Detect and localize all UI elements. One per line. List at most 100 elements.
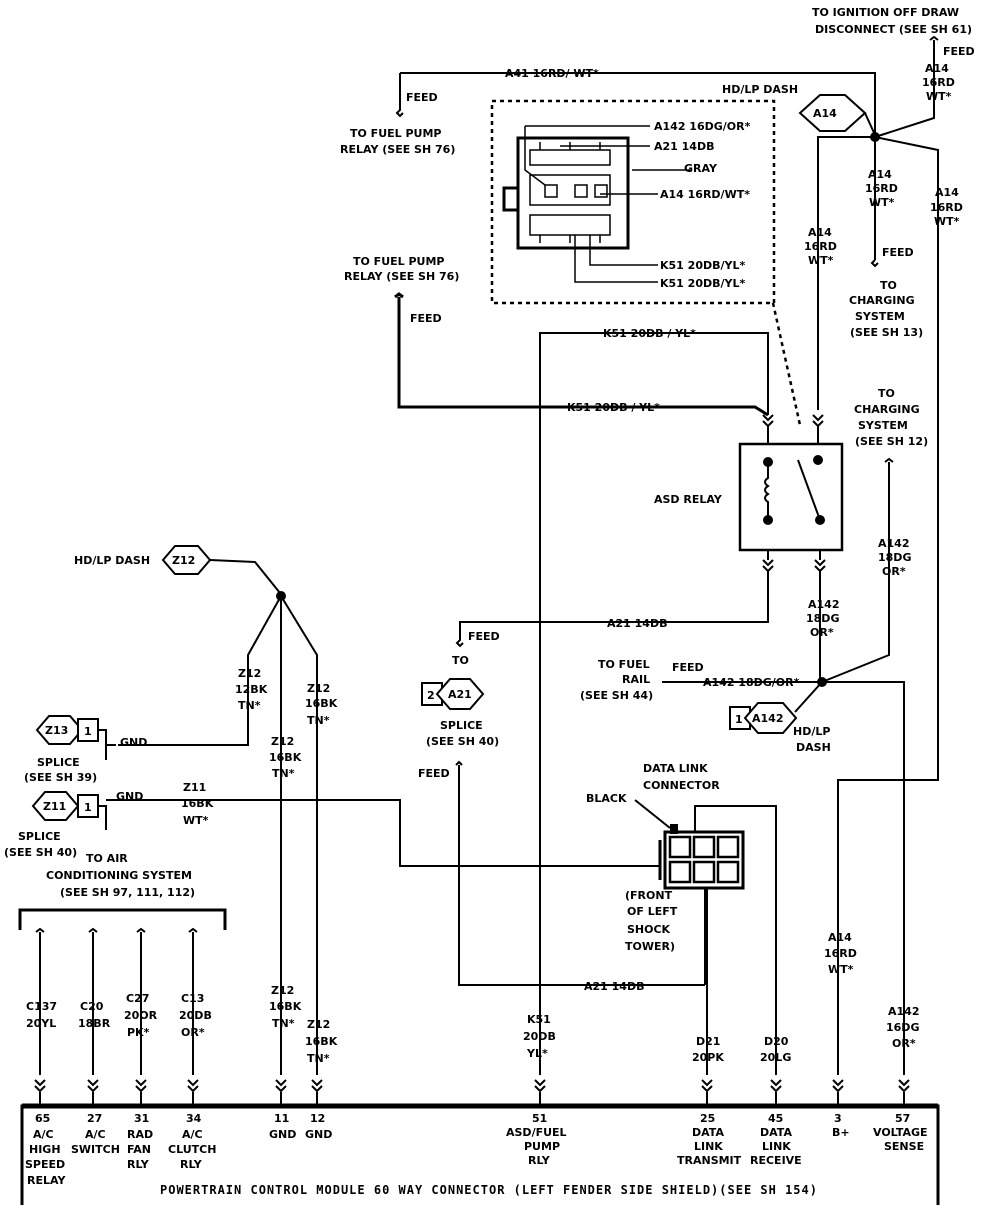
charging13-l1: TO bbox=[880, 279, 897, 292]
a21-wire bbox=[455, 570, 769, 648]
a21-lower-wire bbox=[455, 760, 705, 986]
pin34-num: 34 bbox=[186, 1112, 202, 1125]
pin45-l2: LINK bbox=[762, 1140, 791, 1153]
relay-bottom-terminals bbox=[762, 550, 826, 573]
fuel-rail-l2: RAIL bbox=[622, 673, 650, 686]
pin3-num: 3 bbox=[834, 1112, 842, 1125]
pin51-l2: PUMP bbox=[524, 1140, 560, 1153]
pin65-l1: A/C bbox=[33, 1128, 54, 1141]
a14-left-branch bbox=[817, 136, 875, 410]
pin45-l1: DATA bbox=[760, 1126, 792, 1139]
ac-l3: (SEE SH 97, 111, 112) bbox=[60, 886, 195, 899]
connector-to-relay-dash bbox=[771, 302, 802, 426]
d20-label: D20 bbox=[764, 1035, 789, 1048]
z12b-gauge: 16BK bbox=[269, 751, 302, 764]
z11-color: WT* bbox=[183, 814, 209, 827]
a14-mid-branch-end bbox=[870, 259, 879, 268]
pin34-l3: RLY bbox=[180, 1158, 203, 1171]
pin31-l3: RLY bbox=[127, 1158, 150, 1171]
fuel-rail-l1: TO FUEL bbox=[598, 658, 650, 671]
z12b-color: TN* bbox=[272, 767, 295, 780]
ign-k51b-lead bbox=[574, 235, 658, 283]
pin12-num: 12 bbox=[310, 1112, 325, 1125]
pin27-l1: A/C bbox=[85, 1128, 106, 1141]
z12e-label: Z12 bbox=[307, 1018, 330, 1031]
a142-relay-color: OR* bbox=[810, 626, 834, 639]
a14-to-ignition bbox=[874, 80, 935, 138]
pin51-l3: RLY bbox=[528, 1154, 551, 1167]
pin27-l2: SWITCH bbox=[71, 1143, 120, 1156]
k51-fuel-pump-wire bbox=[394, 292, 769, 417]
asd-relay-label: ASD RELAY bbox=[654, 493, 723, 506]
z12c-color: TN* bbox=[307, 714, 330, 727]
relay-switch-top bbox=[813, 455, 823, 465]
pin51-num: 51 bbox=[532, 1112, 547, 1125]
ac-wires bbox=[35, 927, 198, 1075]
pcm-connector-footer: POWERTRAIN CONTROL MODULE 60 WAY CONNECT… bbox=[160, 1183, 818, 1197]
pin3-l1: B+ bbox=[832, 1126, 850, 1139]
a14-lower-gauge: 16RD bbox=[824, 947, 857, 960]
relay-coil bbox=[764, 462, 770, 520]
a14-diamond-link bbox=[864, 112, 876, 136]
a14-mid-label: A14 bbox=[868, 168, 892, 181]
z12e-gauge: 16BK bbox=[305, 1035, 338, 1048]
z12a-color: TN* bbox=[238, 699, 261, 712]
a14-left-gauge: 16RD bbox=[804, 240, 837, 253]
pin51-l1: ASD/FUEL bbox=[506, 1126, 567, 1139]
z13-gnd: GND bbox=[120, 736, 147, 749]
z11-diamond-label: Z11 bbox=[43, 800, 66, 813]
ign-k51a-lead bbox=[589, 235, 658, 266]
ign-a142-lead-b bbox=[524, 126, 546, 186]
pin11-l1: GND bbox=[269, 1128, 296, 1141]
a142-to-pcm bbox=[822, 681, 905, 1075]
pin31-num: 31 bbox=[134, 1112, 149, 1125]
a21-splice-l1: SPLICE bbox=[440, 719, 483, 732]
a142-lower-color: OR* bbox=[892, 1037, 916, 1050]
ignition-off-draw-label: TO IGNITION OFF DRAW bbox=[812, 6, 959, 19]
ign-k51b-label: K51 20DB/YL* bbox=[660, 277, 745, 290]
pin25-l2: LINK bbox=[694, 1140, 723, 1153]
k51-pcm-wire bbox=[539, 332, 769, 1075]
fuel-pump-relay-label-1: TO FUEL PUMP bbox=[350, 127, 442, 140]
z13-diamond-label: Z13 bbox=[45, 724, 68, 737]
ignition-connector bbox=[502, 136, 630, 250]
relay-top-leads bbox=[767, 425, 819, 445]
z11-num: 1 bbox=[84, 801, 92, 814]
pin57-l2: SENSE bbox=[884, 1140, 924, 1153]
z13-num: 1 bbox=[84, 725, 92, 738]
c27-label: C27 bbox=[126, 992, 149, 1005]
c13-label: C13 bbox=[181, 992, 204, 1005]
ign-k51a-label: K51 20DB/YL* bbox=[660, 259, 745, 272]
k51-mid-label: K51 20DB / YL* bbox=[567, 401, 660, 414]
k51-lower-color: YL* bbox=[526, 1047, 548, 1060]
d20-gauge: 20LG bbox=[760, 1051, 791, 1064]
pin57-l1: VOLTAGE bbox=[873, 1126, 928, 1139]
a142-diamond bbox=[743, 702, 798, 734]
ac-bracket bbox=[18, 908, 227, 930]
k51-lower-label: K51 bbox=[527, 1013, 551, 1026]
charging12-wire bbox=[884, 457, 894, 640]
charging12-l1: TO bbox=[878, 387, 895, 400]
pin25-l1: DATA bbox=[692, 1126, 724, 1139]
a142-rail-label: A142 18DG/OR* bbox=[703, 676, 800, 689]
c137-label: C137 bbox=[26, 1000, 57, 1013]
ign-gray-label: GRAY bbox=[684, 162, 718, 175]
charging12-l2: CHARGING bbox=[854, 403, 920, 416]
ign-a14-label: A14 16RD/WT* bbox=[660, 188, 750, 201]
charging12-l3: SYSTEM bbox=[858, 419, 908, 432]
ignition-feed-wire bbox=[929, 35, 939, 80]
a14-lower-color: WT* bbox=[828, 963, 854, 976]
ign-a142-label: A142 16DG/OR* bbox=[654, 120, 751, 133]
a21-diamond bbox=[435, 678, 485, 710]
fuel-pump-feed-2: FEED bbox=[410, 312, 442, 325]
z13-splice-l2: (SEE SH 39) bbox=[24, 771, 97, 784]
ignition-connector-box bbox=[490, 99, 776, 305]
c13-color: OR* bbox=[181, 1026, 205, 1039]
charging13-l2: CHARGING bbox=[849, 294, 915, 307]
ac-l2: CONDITIONING SYSTEM bbox=[46, 869, 192, 882]
a14-top-label: A14 bbox=[925, 62, 949, 75]
a14-mid-gauge: 16RD bbox=[865, 182, 898, 195]
charging13-feed: FEED bbox=[882, 246, 914, 259]
z12b-label: Z12 bbox=[271, 735, 294, 748]
